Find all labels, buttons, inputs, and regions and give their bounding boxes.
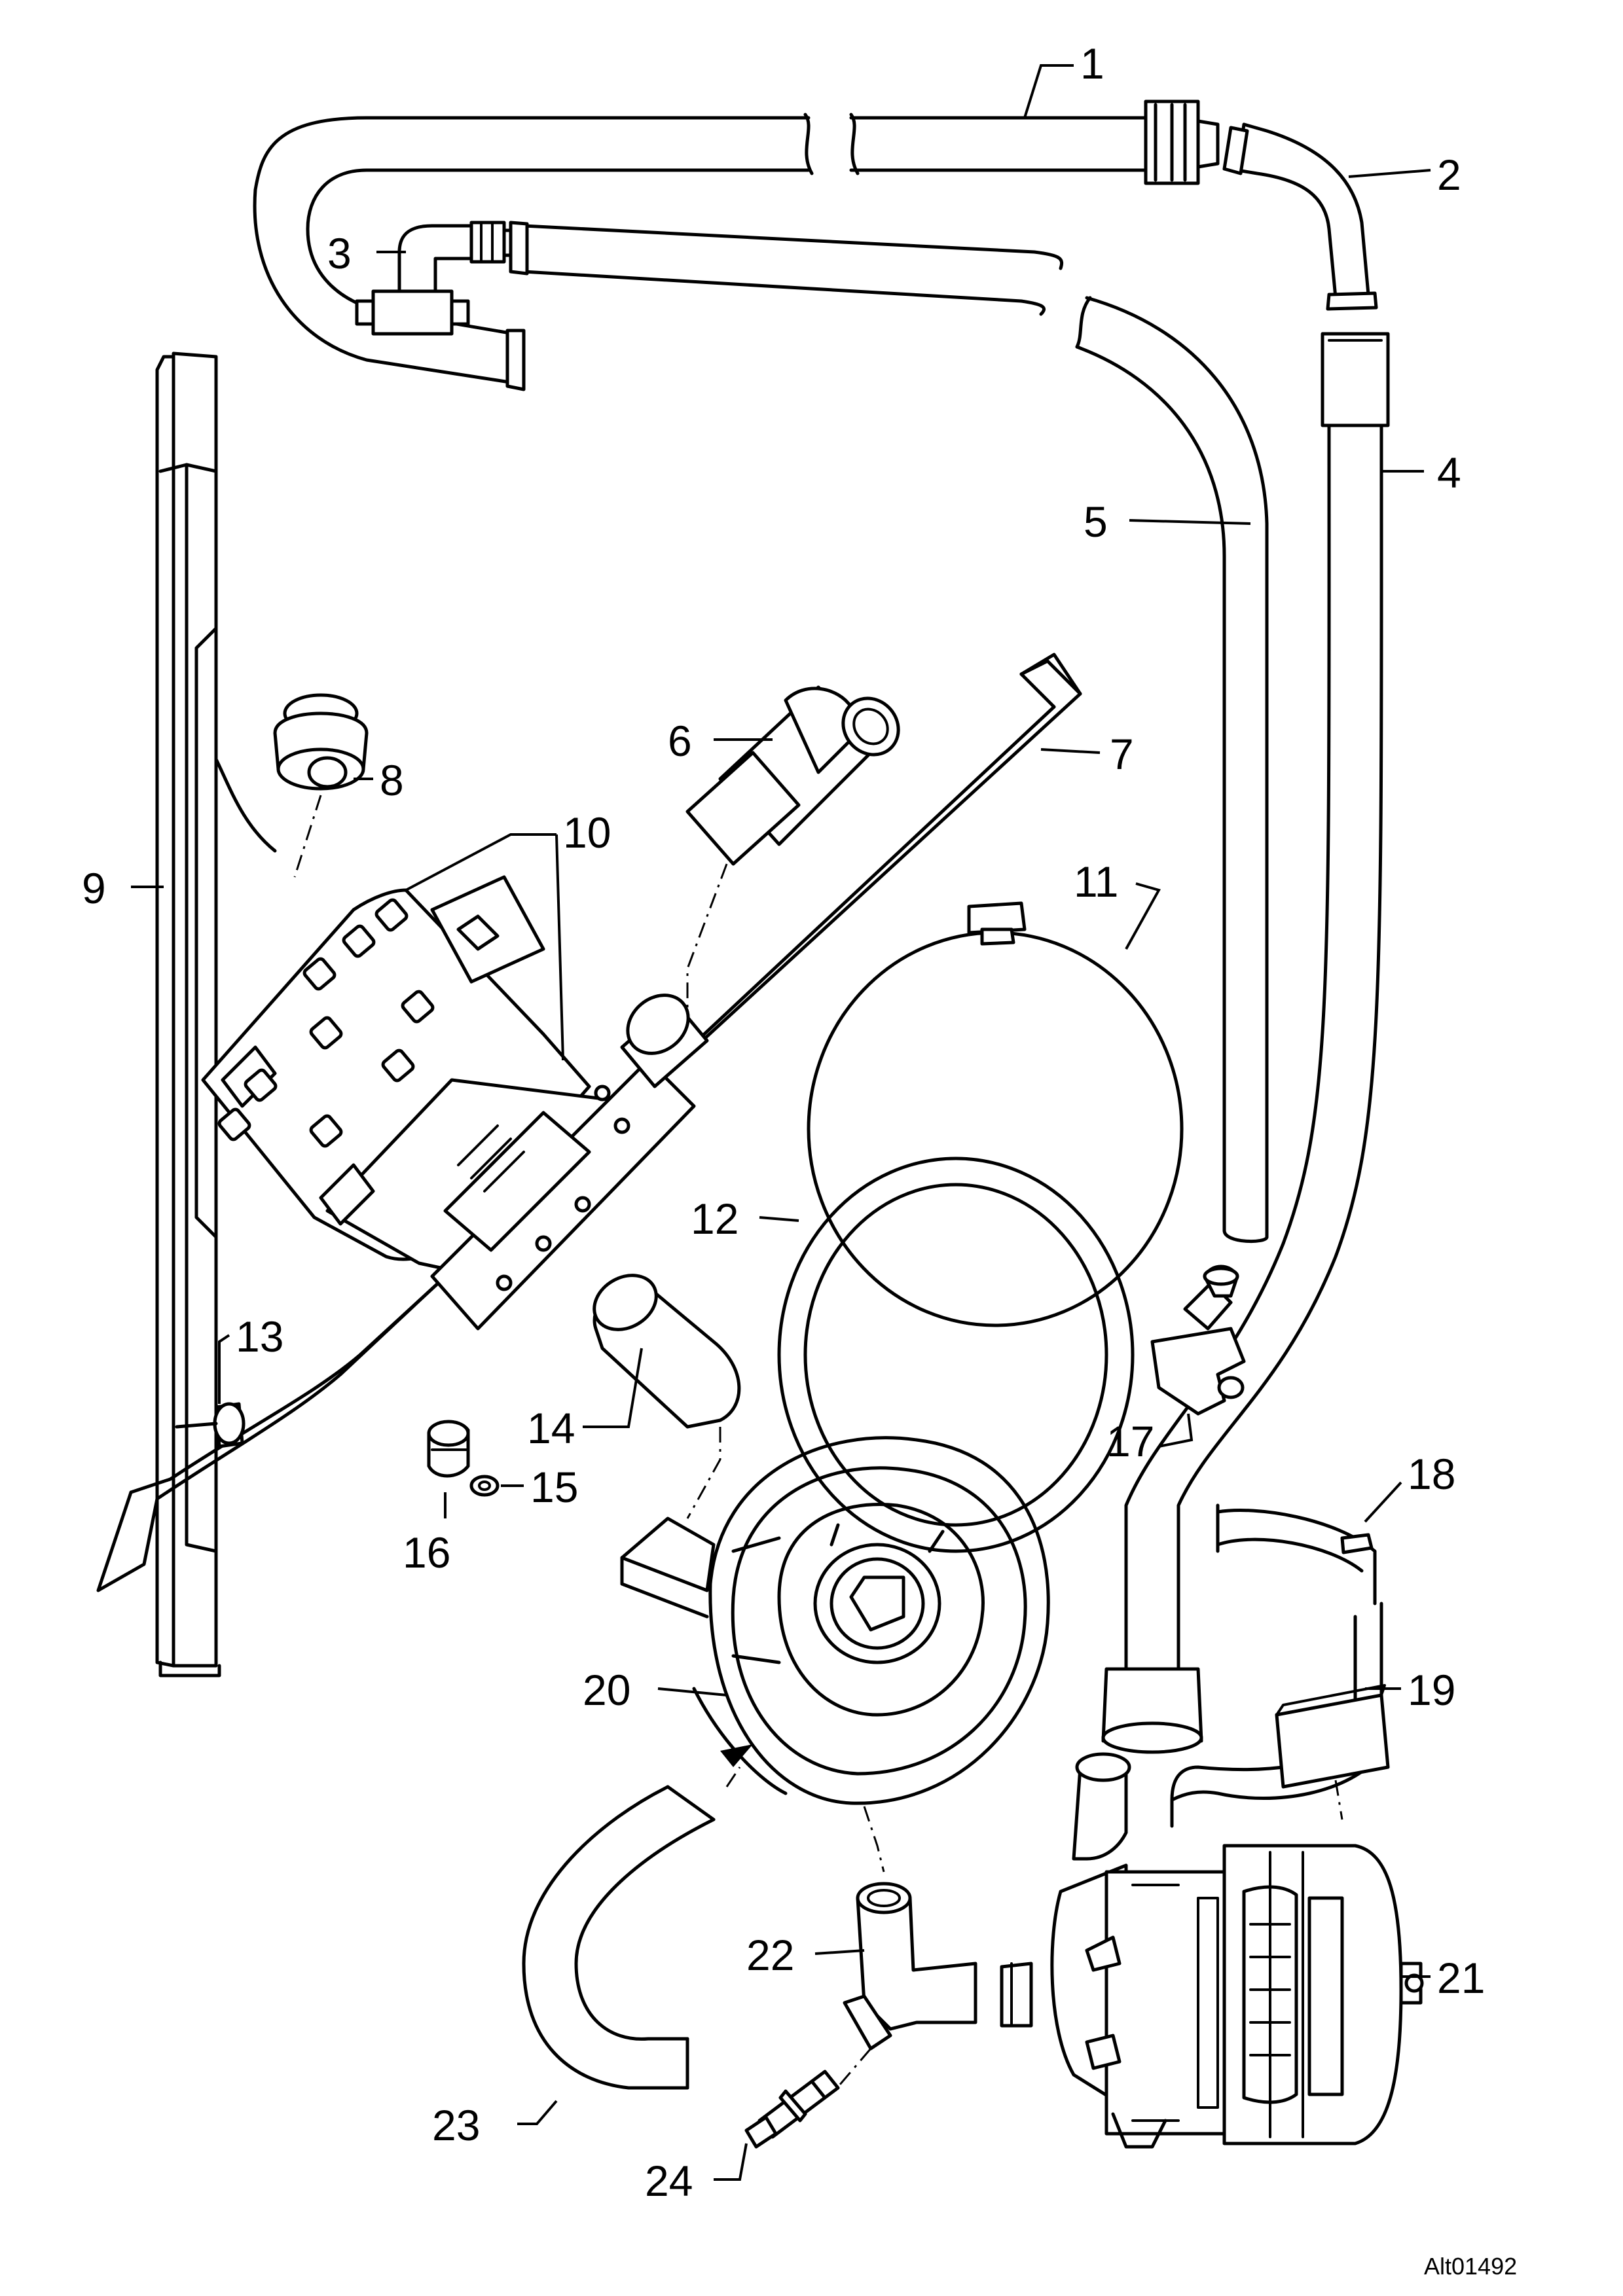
sleeve-upper	[620, 994, 709, 1088]
part-4-right-hose	[1101, 332, 1390, 1754]
callout-4: 4	[1437, 448, 1461, 497]
part-5-drain-hose	[509, 221, 1269, 1244]
figure-id: Alt01492	[1424, 2253, 1517, 2280]
callout-18: 18	[1408, 1450, 1455, 1498]
callout-23: 23	[432, 2101, 480, 2149]
callout-11: 11	[1074, 857, 1119, 906]
part-14-sleeve	[593, 1274, 741, 1519]
part-10-valve-assembly	[201, 875, 696, 1331]
callout-17: 17	[1106, 1417, 1154, 1465]
callout-7: 7	[1110, 730, 1134, 778]
callout-labels: 1 2 3 4 5 6 7 8 9 10 11 12 13 14 15 16 1…	[82, 39, 1485, 2205]
part-12-gasket	[777, 1157, 1135, 1553]
part-6-tee-fitting	[685, 685, 900, 1021]
part-19-pad	[1275, 1684, 1390, 1820]
part-21-pump-motor	[1050, 1752, 1424, 2149]
callout-8: 8	[380, 756, 404, 804]
part-16-nipple	[427, 1420, 470, 1478]
part-3-elbow-fitting	[355, 221, 519, 336]
part-1-upper-hose	[253, 99, 1220, 391]
callout-10: 10	[563, 808, 611, 857]
part-20-filter-housing	[620, 1436, 1050, 1805]
callout-19: 19	[1408, 1666, 1455, 1714]
callout-6: 6	[668, 717, 692, 765]
callout-9: 9	[82, 864, 106, 912]
part-9-side-frame	[155, 351, 221, 1677]
part-13-plug	[175, 1402, 246, 1448]
part-23-u-bend-hose	[522, 1744, 753, 2090]
part-18-strap	[1170, 1503, 1383, 1828]
callout-15: 15	[530, 1463, 578, 1511]
callout-24: 24	[645, 2157, 693, 2205]
part-11-clamp	[807, 901, 1184, 1327]
callout-20: 20	[583, 1666, 630, 1714]
part-2-elbow-hose	[1222, 122, 1378, 311]
callout-1: 1	[1080, 39, 1104, 88]
callout-2: 2	[1437, 151, 1461, 199]
part-8-grommet	[214, 693, 369, 878]
callout-21: 21	[1437, 1954, 1485, 2002]
callout-16: 16	[403, 1528, 450, 1577]
callout-12: 12	[691, 1194, 739, 1243]
part-7-support-bar	[96, 653, 1082, 1592]
callout-14: 14	[527, 1404, 575, 1452]
part-15-washer	[469, 1475, 500, 1497]
part-17-check-valve	[1150, 1265, 1246, 1416]
callout-13: 13	[236, 1312, 283, 1361]
callout-22: 22	[746, 1931, 794, 1979]
callout-3: 3	[327, 229, 352, 278]
leader-lines	[131, 64, 1431, 2181]
part-22-elbow-connector	[843, 1806, 1033, 2051]
callout-5: 5	[1084, 497, 1108, 546]
part-24-drain-valve	[744, 2048, 872, 2149]
